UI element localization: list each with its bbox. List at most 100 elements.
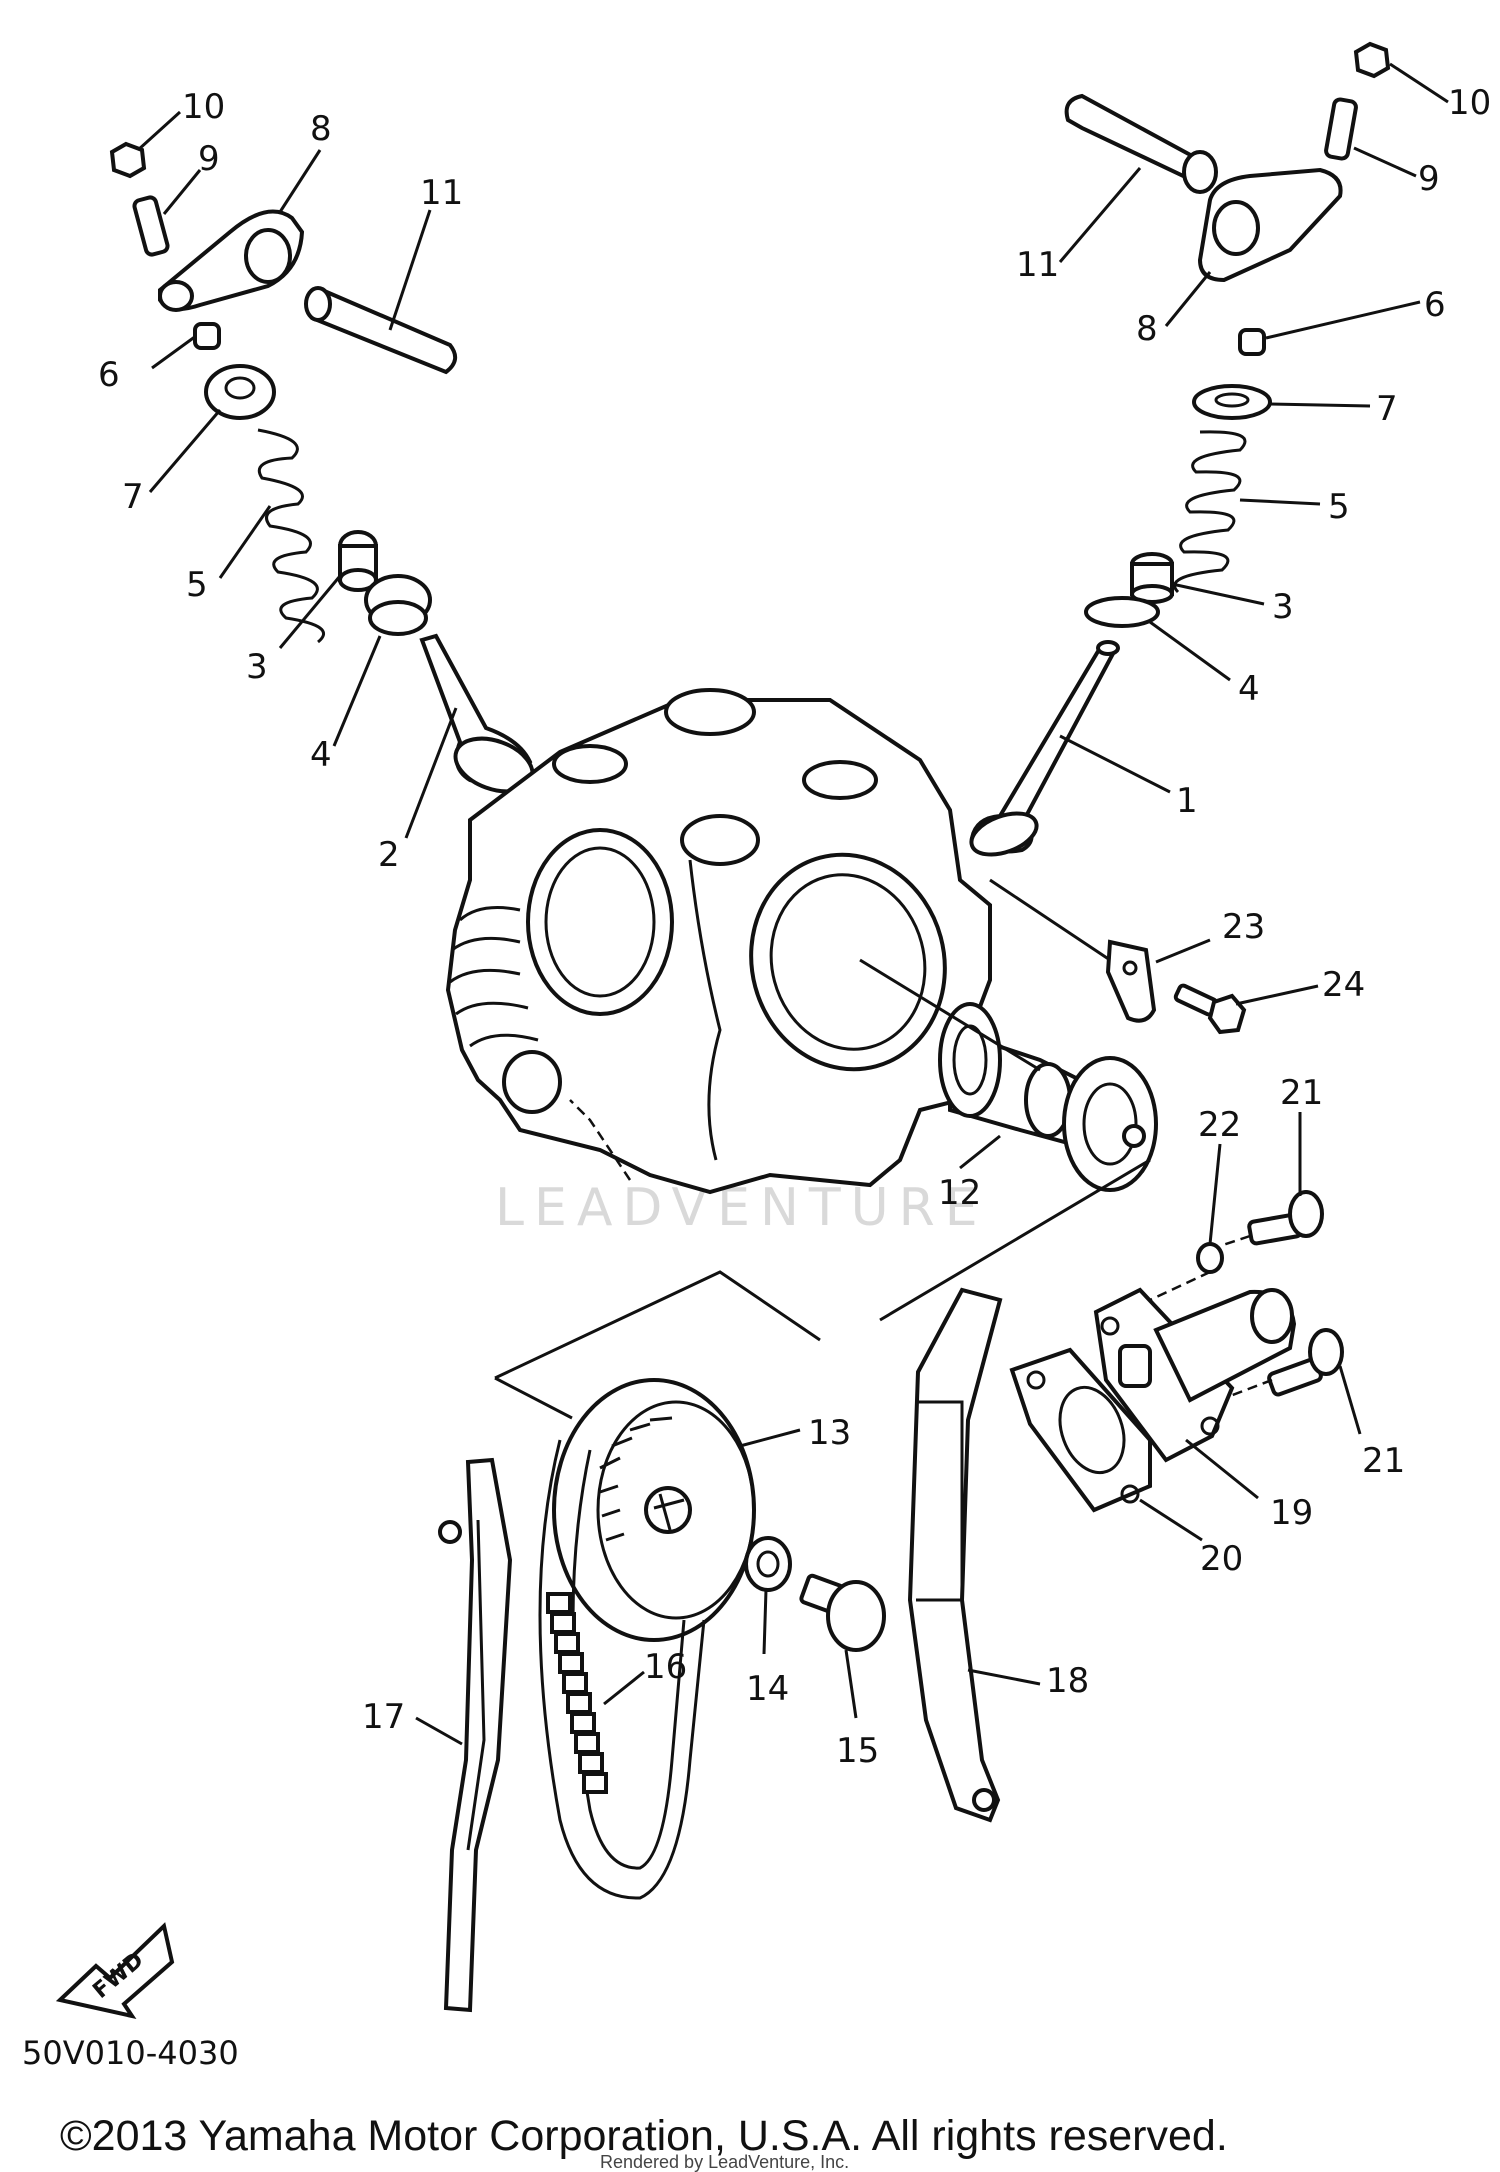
head-side-hole <box>502 1050 562 1114</box>
head-boss-2 <box>552 744 628 784</box>
part-adjuster-right <box>1324 97 1358 161</box>
tensioner-plunger <box>1118 1344 1152 1388</box>
part-bolt-21-lower <box>1267 1328 1344 1397</box>
part-adjuster-left <box>132 195 170 257</box>
callout-3-right: 3 <box>1272 587 1294 627</box>
part-valve-head-right <box>969 811 1039 857</box>
left-valve-train <box>109 141 535 794</box>
part-rocker-bore-left <box>244 228 292 284</box>
callout-9-left: 9 <box>198 139 220 179</box>
head-boss-3 <box>802 760 878 800</box>
head-port-intake-inner <box>544 846 656 998</box>
guide-17-body <box>443 1457 513 2013</box>
head-center-rib <box>688 859 722 1161</box>
head-port-intake <box>526 828 674 1016</box>
camshaft-bearing-left <box>938 1002 1002 1118</box>
diagram-code: 50V010-4030 <box>22 2034 239 2072</box>
part-rocker-tip-left <box>158 280 194 312</box>
callout-7-right: 7 <box>1376 389 1398 429</box>
tensioner-hole-2 <box>1200 1416 1220 1436</box>
part-nut-right <box>1353 41 1391 79</box>
callout-14: 14 <box>746 1669 789 1709</box>
chain-guide-18 <box>907 1287 1003 1823</box>
callout-4-left: 4 <box>310 735 332 775</box>
tensioner-flange <box>1093 1287 1235 1463</box>
callout-12: 12 <box>938 1173 981 1213</box>
callout-11-right: 11 <box>1016 245 1059 285</box>
part-spring-right <box>1173 430 1247 594</box>
part-washer-14 <box>744 1536 792 1592</box>
head-port-exhaust <box>749 852 947 1072</box>
callout-21-lower: 21 <box>1362 1441 1405 1481</box>
camshaft-sprocket-boss <box>1062 1056 1158 1192</box>
callout-3-left: 3 <box>246 647 268 687</box>
cylinder-head <box>445 688 992 1195</box>
part-seat-base-left <box>368 600 428 636</box>
part-gasket-20 <box>1009 1347 1152 1513</box>
sprocket-hub <box>644 1486 692 1534</box>
part-bolt-24 <box>1173 983 1247 1035</box>
callout-5-right: 5 <box>1328 487 1350 527</box>
chain-links <box>546 1592 608 1794</box>
part-nut-left <box>109 141 147 179</box>
fwd-arrow: FWD <box>55 1922 175 2020</box>
callout-15: 15 <box>836 1731 879 1771</box>
leader-cam-to-sprocket-left <box>494 1270 821 1380</box>
sprocket-inner <box>596 1400 756 1620</box>
part-cotter-right <box>1238 328 1266 356</box>
leader-cam-to-sprocket-top <box>879 1158 1151 1322</box>
tensioner-hole-1 <box>1100 1316 1120 1336</box>
guide-17-slot <box>466 1519 486 1851</box>
callout-11-left: 11 <box>420 173 463 213</box>
callout-18: 18 <box>1046 1661 1089 1701</box>
callout-21-upper: 21 <box>1280 1073 1323 1113</box>
copyright-text: ©2013 Yamaha Motor Corporation, U.S.A. A… <box>60 2112 1228 2160</box>
camshaft <box>859 958 1158 1192</box>
callout-24: 24 <box>1322 965 1365 1005</box>
dash-bolt-to-tensioner <box>1229 1378 1273 1398</box>
camshaft-axis-line <box>859 958 1041 1072</box>
part-cotter-left <box>193 322 221 350</box>
guide-18-face <box>916 1400 964 1602</box>
chain-loop-inner <box>571 1449 686 1870</box>
callout-20: 20 <box>1200 1539 1243 1579</box>
part-spring-left <box>257 428 325 644</box>
callout-9-right: 9 <box>1418 159 1440 199</box>
cam-chain <box>538 1439 706 1900</box>
right-valve-train <box>969 41 1391 857</box>
guide-17-pin <box>438 1520 462 1544</box>
chain-guide-17 <box>438 1457 513 2013</box>
callout-17: 17 <box>362 1697 405 1737</box>
part-retainer-left <box>204 364 276 420</box>
head-hole-center <box>680 814 760 866</box>
camshaft-sprocket-inner <box>1082 1082 1138 1166</box>
credit-text: Rendered by LeadVenture, Inc. <box>600 2152 849 2172</box>
part-washer-22 <box>1196 1242 1224 1274</box>
callout-13: 13 <box>808 1413 851 1453</box>
callout-1: 1 <box>1176 781 1198 821</box>
sprocket-teeth <box>599 1416 673 1542</box>
callout-8-left: 8 <box>310 109 332 149</box>
callout-10-left: 10 <box>182 87 225 127</box>
chain-loop <box>538 1439 706 1900</box>
part-seal-bottom-left <box>338 568 378 592</box>
part-bolt-15 <box>799 1573 886 1652</box>
callout-22: 22 <box>1198 1105 1241 1145</box>
part-valve-stem-top-right <box>1096 640 1120 656</box>
callout-2: 2 <box>378 835 400 875</box>
part-seat-right <box>1084 596 1160 628</box>
sprocket-hub-mark <box>653 1493 685 1531</box>
watermark-text: LEADVENTURE <box>495 1178 988 1238</box>
callout-5-left: 5 <box>186 565 208 605</box>
camshaft-pin <box>1122 1124 1146 1148</box>
callout-19: 19 <box>1270 1493 1313 1533</box>
callout-8-right: 8 <box>1136 309 1158 349</box>
head-boss-1 <box>664 688 756 736</box>
fwd-arrow-shape <box>55 1922 175 2020</box>
callout-16: 16 <box>644 1647 687 1687</box>
callout-6-left: 6 <box>98 355 120 395</box>
part-retainer-inner-right <box>1214 392 1250 408</box>
head-cooling-fins <box>449 906 539 1048</box>
tensioner-end <box>1250 1288 1294 1344</box>
